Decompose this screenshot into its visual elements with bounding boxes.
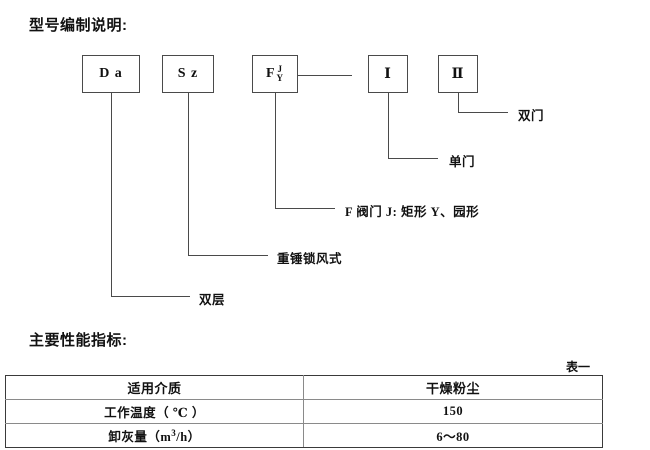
f-numerator: J <box>277 63 284 74</box>
table-cell-label-discharge: 卸灰量（m3/h） <box>5 423 304 448</box>
code-box-da: D a <box>82 55 140 93</box>
connector-two-vertical <box>458 93 459 112</box>
table-row: 适用介质 干燥粉尘 <box>5 375 603 400</box>
discharge-label-prefix: 卸灰量（m <box>108 430 172 444</box>
code-box-roman-two: Ⅱ <box>438 55 478 93</box>
table-cell-value-temperature: 150 <box>303 399 603 424</box>
connector-f-horizontal <box>275 208 335 209</box>
connector-two-horizontal <box>458 112 508 113</box>
f-stack: F J Y <box>265 63 285 84</box>
annotation-valve-shape: F 阀门 J: 矩形 Y、园形 <box>345 205 480 219</box>
table-row: 工作温度（ ℃ ） 150 <box>5 399 603 424</box>
model-code-heading: 型号编制说明: <box>29 17 128 34</box>
annotation-double-door: 双门 <box>518 109 545 123</box>
table-cell-label-medium: 适用介质 <box>5 375 304 400</box>
annotation-single-door: 单门 <box>449 155 476 169</box>
f-denominator: Y <box>276 73 285 83</box>
connector-dash-f-to-one <box>298 75 352 76</box>
table-cell-value-discharge: 6～80 <box>303 423 603 448</box>
connector-sz-vertical <box>188 93 189 255</box>
connector-da-horizontal <box>111 296 190 297</box>
performance-heading: 主要性能指标: <box>29 332 128 349</box>
connector-one-vertical <box>388 93 389 158</box>
table-cell-value-medium: 干燥粉尘 <box>303 375 603 400</box>
table-row: 卸灰量（m3/h） 6～80 <box>5 423 603 448</box>
discharge-label-superscript: 3 <box>171 427 177 438</box>
table-cell-label-temperature: 工作温度（ ℃ ） <box>5 399 304 424</box>
table-caption: 表一 <box>566 360 591 374</box>
connector-sz-horizontal <box>188 255 268 256</box>
code-box-f: F J Y <box>252 55 298 93</box>
performance-table: 适用介质 干燥粉尘 工作温度（ ℃ ） 150 卸灰量（m3/h） 6～80 <box>5 375 603 448</box>
connector-f-vertical <box>275 93 276 208</box>
annotation-double-layer: 双层 <box>199 293 226 307</box>
code-box-roman-one: Ⅰ <box>368 55 408 93</box>
f-letter: F <box>265 66 276 81</box>
code-box-sz: S z <box>162 55 214 93</box>
discharge-label-suffix: /h） <box>176 430 201 444</box>
connector-da-vertical <box>111 93 112 296</box>
annotation-heavy-hammer-airlock: 重锤锁风式 <box>277 252 343 266</box>
f-fraction: J Y <box>276 63 285 84</box>
connector-one-horizontal <box>388 158 438 159</box>
